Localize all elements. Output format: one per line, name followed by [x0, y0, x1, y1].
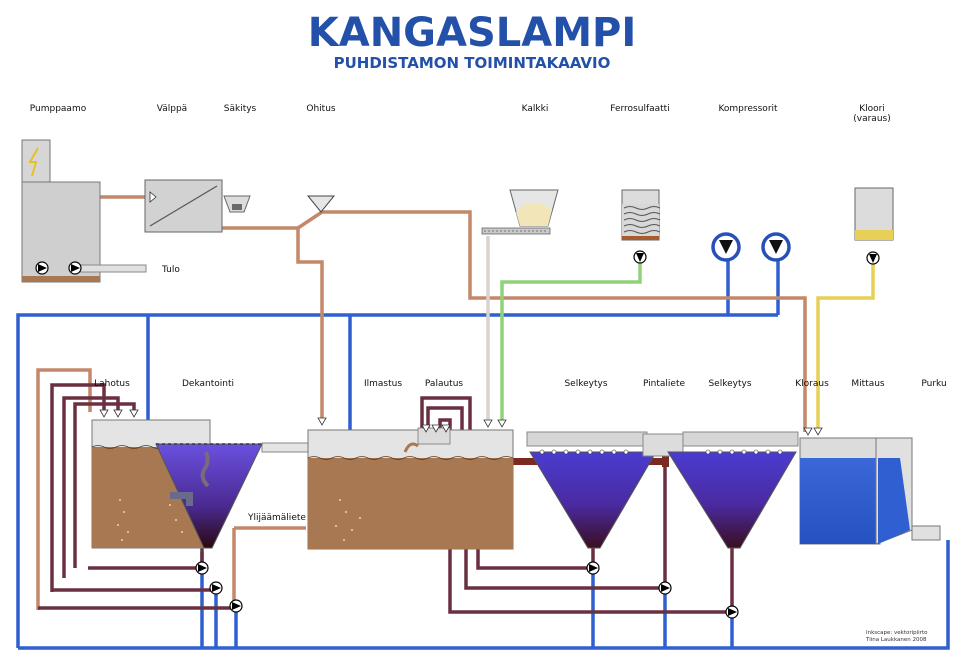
pumping-station — [21, 139, 147, 283]
credit-line-2: Tiina Laukkanen 2008 — [865, 637, 927, 643]
label-ilmastus: Ilmastus — [364, 379, 402, 389]
bar-screen — [144, 179, 223, 233]
label-kloori-varaus: (varaus) — [853, 114, 890, 124]
decanting-cone — [155, 443, 263, 613]
label-selkeytys-1: Selkeytys — [564, 379, 607, 389]
label-kloori: Kloori — [859, 104, 885, 114]
chlorination-basin — [799, 427, 941, 545]
label-kalkki: Kalkki — [522, 104, 549, 114]
bagging-bin — [223, 195, 251, 213]
label-purku: Purku — [921, 379, 946, 389]
label-dekantointi: Dekantointi — [182, 379, 234, 389]
credit-line-1: Inkscape: vektoripiirto — [866, 630, 928, 636]
diagram-title: KANGASLAMPI — [308, 10, 636, 56]
label-pumppaamo: Pumppaamo — [30, 104, 87, 114]
aeration-tank — [307, 417, 514, 550]
chlorine-tank — [854, 187, 894, 265]
bypass-funnel — [306, 195, 336, 213]
label-sakitys: Säkitys — [224, 104, 257, 114]
skimmer-post — [662, 455, 669, 467]
label-mittaus: Mittaus — [851, 379, 885, 389]
overflow-pipe — [261, 442, 311, 453]
compressors — [711, 232, 791, 262]
label-kompressorit: Kompressorit — [718, 104, 778, 114]
label-ohitus: Ohitus — [306, 104, 336, 114]
label-valppa: Välppä — [157, 104, 187, 114]
diagram-subtitle: PUHDISTAMON TOIMINTAKAAVIO — [334, 54, 611, 72]
label-lahotus: Lahotus — [94, 379, 130, 389]
label-pintaliete: Pintaliete — [643, 379, 686, 389]
chlorine-line — [816, 262, 875, 432]
label-kloraus: Kloraus — [795, 379, 829, 389]
label-ylijaamaliete: Ylijäämäliete — [247, 513, 306, 523]
sewage-pipes — [36, 195, 807, 610]
label-ferrosulfaatti: Ferrosulfaatti — [610, 104, 669, 114]
label-tulo: Tulo — [161, 265, 180, 275]
label-palautus: Palautus — [425, 379, 463, 389]
label-selkeytys-2: Selkeytys — [708, 379, 751, 389]
ferro-line — [500, 258, 642, 420]
clarifier-2 — [667, 431, 799, 619]
ferrosulfate-tank — [621, 189, 661, 264]
lime-hopper — [481, 189, 559, 235]
